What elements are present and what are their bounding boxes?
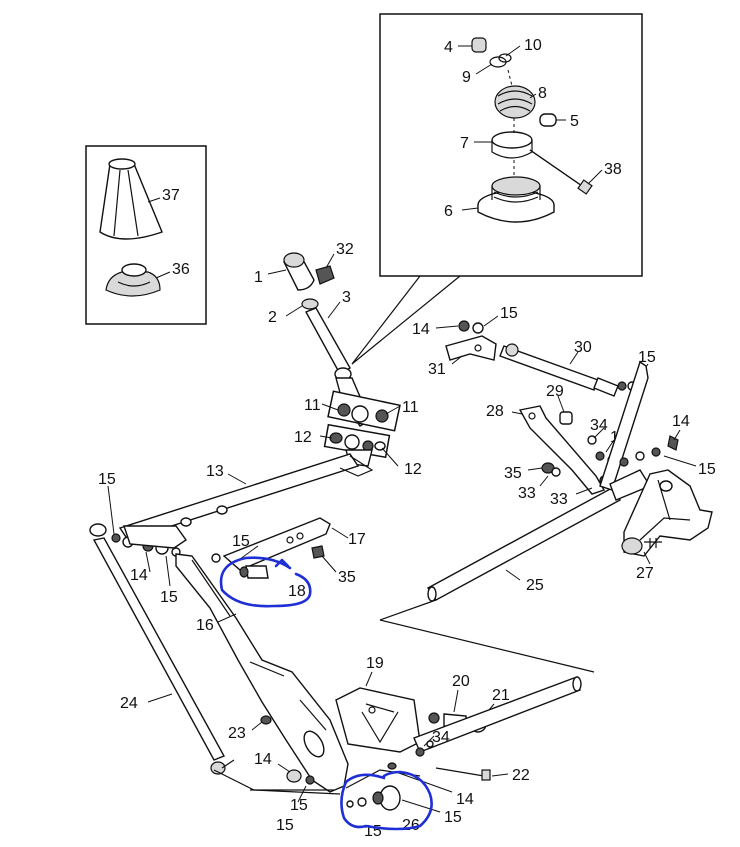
part-6-base: [477, 176, 555, 223]
callout-8: 8: [538, 85, 547, 102]
part-36-boot: [105, 263, 161, 297]
part-10-ring: [498, 53, 512, 63]
part-13-transverse-rod: 13: [118, 453, 360, 541]
callout-2: 2: [268, 309, 277, 326]
part-24-long-rod: 24: [92, 537, 235, 775]
part-37-gaiter: [99, 158, 163, 240]
callout-19: 19: [366, 655, 384, 672]
part-31-bracket: 14 15 31: [412, 305, 518, 378]
callout-31: 31: [428, 361, 446, 378]
callout-7: 7: [460, 135, 469, 152]
callout-24: 24: [120, 695, 138, 712]
part-30-rod: 30 15: [499, 339, 656, 397]
part-29-pin: 29: [546, 383, 573, 425]
right-rail: 14 15: [599, 360, 716, 501]
callout-30: 30: [574, 339, 592, 356]
detail-inset-bushing: 4 10 9 8 5 7 38 6: [379, 13, 643, 277]
callout-33a: 33: [518, 485, 536, 502]
callout-25: 25: [526, 577, 544, 594]
callout-27: 27: [636, 565, 654, 582]
callout-15a: 15: [98, 471, 116, 488]
part-12-bushings: [329, 432, 386, 452]
callout-10: 10: [524, 37, 542, 54]
callout-11b: 11: [402, 399, 419, 416]
callout-28: 28: [486, 403, 504, 420]
callout-17: 17: [348, 531, 366, 548]
callout-14d: 14: [412, 321, 430, 338]
callout-12a: 12: [294, 429, 312, 446]
callout-35b: 35: [504, 465, 522, 482]
detail-inset-gaiter: 37 36: [85, 145, 207, 325]
part-16-selector-arm: 16: [175, 553, 349, 793]
part-8-ball-socket: [494, 85, 536, 119]
callout-34b: 34: [590, 417, 608, 434]
part-28-arm: 28: [486, 403, 606, 495]
callout-38: 38: [604, 161, 622, 178]
callout-15e: 15: [276, 817, 294, 834]
callout-36: 36: [172, 261, 190, 278]
part-25-tube: 25: [379, 487, 622, 753]
callout-12b: 12: [404, 461, 422, 478]
part-22-bolt: 22: [435, 767, 530, 784]
part-5-pin: [539, 113, 557, 127]
callout-34a: 34: [432, 729, 450, 746]
part-2-ring: [301, 298, 319, 310]
left-pivot-hardware: 15 14 15: [89, 471, 221, 606]
callout-15c: 15: [232, 533, 250, 550]
callout-14e: 14: [672, 413, 690, 430]
shift-lever-assembly: 1 32 2 3 11 11 12 12: [254, 241, 422, 478]
lever-to-rod-link: [339, 455, 374, 477]
part-27-gearbox-bracket: 27: [621, 469, 713, 582]
lower-left-hardware: 14 15 15: [254, 751, 315, 834]
callout-13: 13: [206, 463, 224, 480]
callout-15b: 15: [160, 589, 178, 606]
callout-4: 4: [444, 39, 453, 56]
callout-6: 6: [444, 203, 453, 220]
part-32-cap: [315, 265, 335, 285]
callout-29: 29: [546, 383, 564, 400]
callout-15f: 15: [444, 809, 462, 826]
part-1-knob: [283, 252, 315, 291]
part-18-bolt: 18: [239, 565, 306, 600]
part-20-spacer: 20: [428, 673, 470, 729]
callout-11a: 11: [304, 397, 321, 414]
middle-34-15-hardware: 34: [415, 729, 450, 757]
right-33-35-hardware: 35 33 33: [504, 462, 593, 508]
annotation-circle-18: [219, 556, 312, 608]
part-3-lever-rod: [305, 307, 351, 375]
callout-16: 16: [196, 617, 214, 634]
callout-37: 37: [162, 187, 180, 204]
lower-link-23: 23: [213, 715, 341, 795]
callout-1: 1: [254, 269, 263, 286]
callout-22: 22: [512, 767, 530, 784]
callout-15h: 15: [500, 305, 518, 322]
callout-15d: 15: [290, 797, 308, 814]
callout-23: 23: [228, 725, 246, 742]
callout-18: 18: [288, 583, 306, 600]
callout-20: 20: [452, 673, 470, 690]
callout-35a: 35: [338, 569, 356, 586]
callout-14b: 14: [254, 751, 272, 768]
callout-21: 21: [492, 687, 510, 704]
callout-15i: 15: [638, 349, 656, 366]
part-35-nut: [311, 545, 325, 559]
annotation-circle-26: [340, 770, 433, 831]
callout-3: 3: [342, 289, 351, 306]
annotation-tick-18: [274, 558, 290, 568]
callout-14c: 14: [456, 791, 474, 808]
callout-14a: 14: [130, 567, 148, 584]
callout-9: 9: [462, 69, 471, 86]
callout-32: 32: [336, 241, 354, 258]
callout-15-right: 15: [698, 461, 716, 478]
part-11-bushings: [337, 403, 389, 423]
inset-pointer: [351, 275, 461, 365]
part-4-bushing: [471, 37, 487, 53]
callout-33b: 33: [550, 491, 568, 508]
part-19-bracket: 19: [335, 655, 421, 753]
callout-5: 5: [570, 113, 579, 130]
transverse-rod-end: [123, 525, 187, 549]
